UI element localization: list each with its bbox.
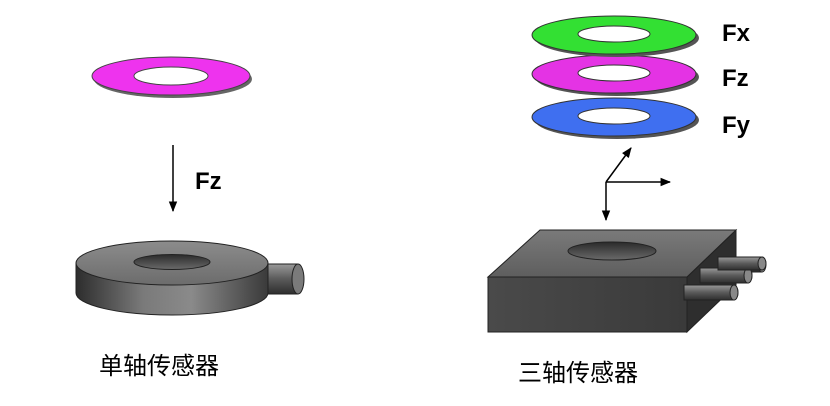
single-axis-sensor — [75, 240, 305, 316]
fy-ring — [531, 97, 699, 139]
fz-ring-right — [531, 54, 699, 96]
fz-label-right: Fz — [722, 65, 749, 92]
fz-label-left: Fz — [195, 168, 222, 195]
fx-ring — [531, 15, 699, 57]
fx-label: Fx — [722, 20, 751, 47]
single-axis-diagram: Fz 单轴传感器 — [75, 56, 305, 380]
three-axis-sensor — [486, 228, 767, 334]
three-axis-diagram: Fx Fz Fy — [486, 15, 767, 387]
three-axis-caption: 三轴传感器 — [518, 359, 638, 387]
fz-ring-left — [91, 56, 252, 98]
single-axis-caption: 单轴传感器 — [99, 352, 219, 380]
coordinate-axes — [601, 147, 672, 222]
fy-label: Fy — [722, 112, 751, 139]
